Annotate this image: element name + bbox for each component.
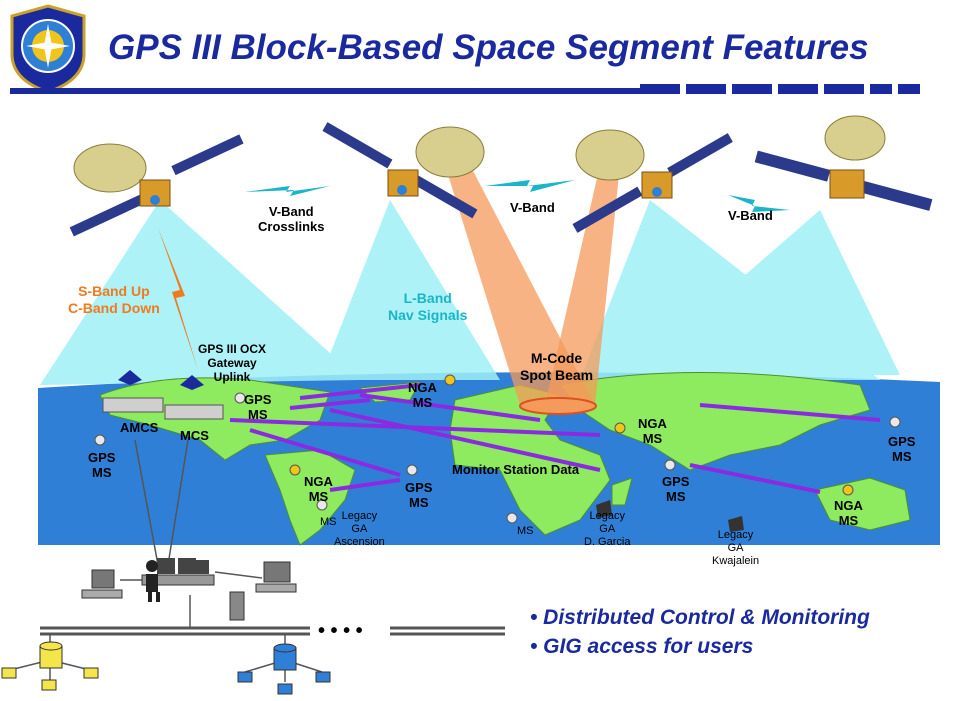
label-ms-africa: MS bbox=[517, 525, 534, 537]
label-v-band-1: V-Band bbox=[510, 200, 555, 215]
label-ms-south-america: MS bbox=[320, 516, 337, 528]
satellite-4 bbox=[754, 115, 933, 211]
bullet-distributed-control: • Distributed Control & Monitoring bbox=[530, 606, 870, 629]
satellite-3 bbox=[572, 129, 733, 233]
monitor-station-icons bbox=[94, 374, 901, 524]
asia bbox=[559, 372, 871, 471]
ground-station-amcs bbox=[102, 370, 164, 413]
computer-left bbox=[81, 569, 123, 599]
legacy-antenna-icons bbox=[596, 500, 744, 532]
v-band-crosslink-bolts bbox=[245, 180, 790, 212]
header-divider bbox=[10, 88, 640, 94]
ground-station-mcs bbox=[164, 375, 224, 420]
header-dash-strip bbox=[640, 84, 920, 94]
user-terminals bbox=[1, 667, 331, 695]
madagascar bbox=[611, 477, 633, 506]
computer-right bbox=[255, 561, 297, 593]
satellite-2 bbox=[322, 122, 485, 219]
network-continuation-ellipsis: • • • • bbox=[318, 620, 363, 642]
feature-bullet-list: • Distributed Control & Monitoring • GIG… bbox=[530, 603, 870, 661]
label-mcs: MCS bbox=[180, 428, 209, 443]
operator-workstation bbox=[141, 558, 215, 602]
monitor-station-data-links bbox=[229, 383, 881, 494]
label-v-band-2: V-Band bbox=[728, 208, 773, 223]
australia bbox=[814, 477, 911, 531]
page-title: GPS III Block-Based Space Segment Featur… bbox=[108, 28, 869, 67]
database-yellow bbox=[39, 641, 63, 669]
database-blue bbox=[273, 643, 297, 671]
l-band-beams bbox=[40, 200, 900, 385]
satellite-1 bbox=[69, 134, 244, 237]
continents bbox=[99, 372, 911, 546]
m-code-spot-beam bbox=[445, 165, 620, 415]
label-monitor-station-data: Monitor Station Data bbox=[452, 462, 580, 477]
label-amcs: AMCS bbox=[120, 420, 159, 435]
server-tower bbox=[229, 591, 245, 621]
south-america bbox=[264, 449, 356, 546]
bullet-gig-access: • GIG access for users bbox=[530, 635, 754, 658]
